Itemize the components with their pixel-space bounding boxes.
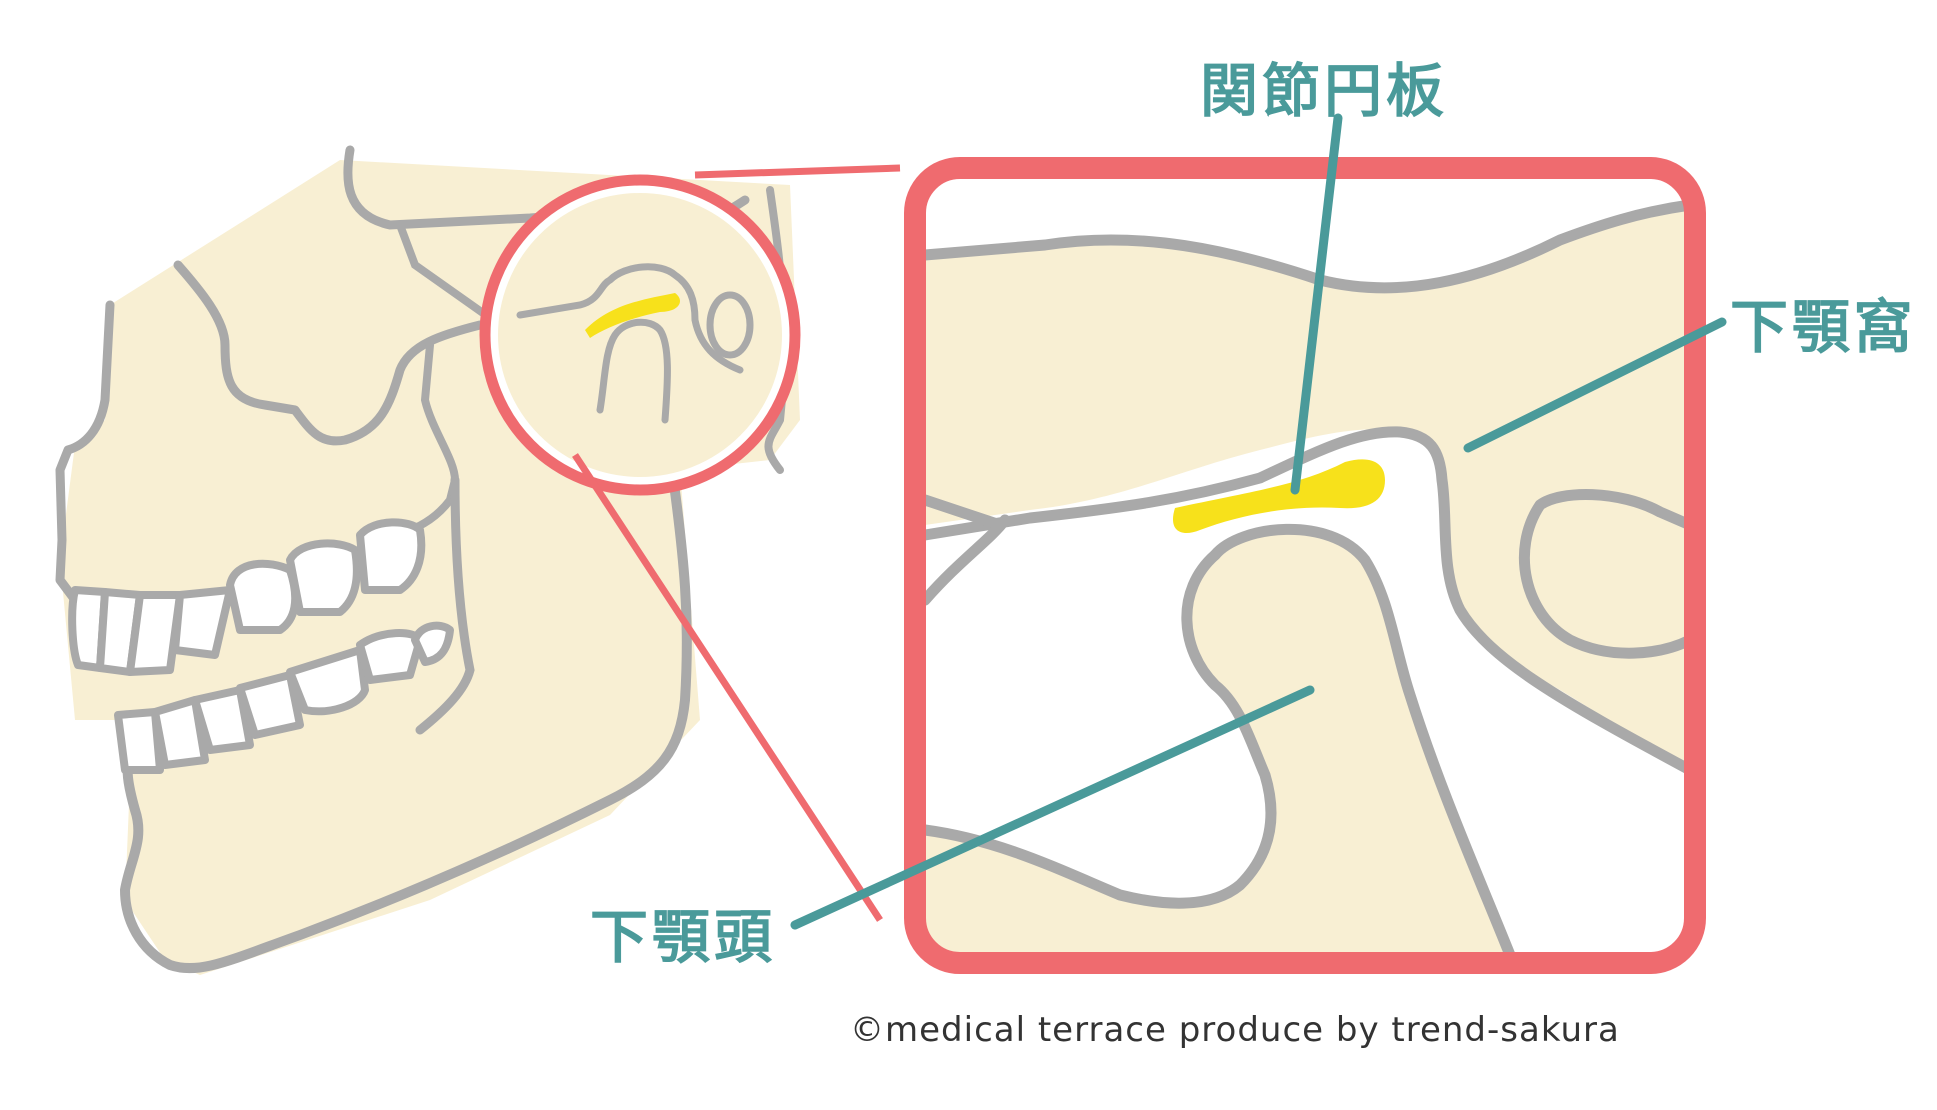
tooth — [151, 696, 209, 769]
mini-condyle-outline — [596, 318, 671, 424]
magnifier-fill — [495, 190, 785, 480]
zoom-connector-bottom — [572, 453, 883, 922]
condyle-neck-outline — [919, 549, 1277, 909]
label-articular-disc: 関節円板 — [1200, 57, 1449, 125]
magnifier-circle — [479, 174, 801, 496]
enlarged-joint-view — [904, 157, 1706, 974]
ramus-front-outline — [415, 475, 475, 735]
lower-teeth — [114, 621, 454, 774]
tooth — [286, 646, 369, 716]
copyright-credit: ©medical terrace produce by trend-sakura — [850, 1010, 1620, 1050]
label-mandibular-fossa: 下顎窩 — [1730, 293, 1917, 361]
tooth — [226, 559, 300, 634]
articular-disc — [1172, 459, 1385, 534]
ear-canal-shape — [1524, 494, 1690, 654]
tooth — [356, 629, 424, 684]
mini-disc — [585, 293, 680, 338]
tooth — [126, 591, 184, 676]
temporal-bone-fill — [925, 200, 1690, 770]
enlarged-box-frame — [904, 157, 1706, 974]
upper-teeth — [68, 518, 426, 676]
tooth — [171, 586, 234, 659]
leader-line-disc — [1290, 113, 1343, 495]
leader-line-condyle — [790, 685, 1315, 930]
zoom-connector-top — [694, 164, 901, 179]
condyle-fill — [925, 529, 1510, 955]
tooth — [411, 621, 454, 666]
mini-ear-outline — [706, 291, 754, 359]
ear-canal-outline — [1518, 489, 1696, 659]
magnifier-frame — [479, 174, 801, 496]
leader-line-fossa — [1463, 317, 1727, 453]
tooth — [236, 671, 304, 739]
tooth — [356, 518, 426, 594]
condyle-outline — [1209, 523, 1516, 961]
tooth — [286, 539, 361, 616]
fossa-outline — [919, 426, 1696, 776]
fossa-top-outline — [919, 199, 1696, 294]
nasal-outline — [55, 300, 115, 605]
zygomatic-outline — [396, 221, 494, 322]
zygoma-outline — [919, 494, 1011, 606]
tooth — [191, 686, 254, 754]
mini-fossa-outline — [516, 263, 744, 374]
mandible-outline — [120, 450, 692, 974]
tooth — [114, 708, 164, 774]
enlarged-outlines — [919, 199, 1696, 961]
orbit-outline — [173, 260, 525, 446]
magnifier-ring — [488, 183, 792, 487]
tooth — [68, 586, 109, 672]
label-mandibular-condyle: 下顎頭 — [590, 903, 777, 971]
